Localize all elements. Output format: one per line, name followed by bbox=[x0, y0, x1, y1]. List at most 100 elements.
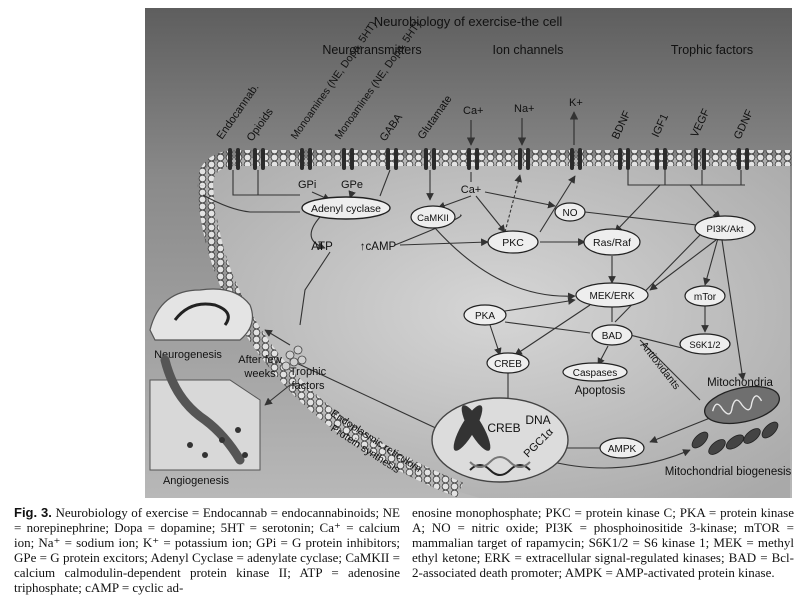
endocannab-long-line bbox=[202, 194, 300, 213]
after-few-weeks-label-1: After few bbox=[238, 354, 281, 366]
trophic-factor-icon bbox=[281, 345, 307, 371]
section-neurotransmitters: Neurotransmitters bbox=[322, 43, 421, 57]
section-trophic-factors: Trophic factors bbox=[671, 43, 753, 57]
pi3k-mtor-arrow bbox=[703, 237, 719, 286]
camkii-label: CaMKII bbox=[417, 213, 449, 224]
receptor-channel bbox=[618, 148, 630, 170]
node-mek-erk: MEK/ERK bbox=[575, 282, 649, 308]
cell-interior bbox=[203, 158, 790, 498]
s6k-label: S6K1/2 bbox=[689, 340, 720, 351]
cell-membrane bbox=[197, 150, 792, 186]
trophic-factors-label-2: factors bbox=[291, 380, 325, 392]
receptor-group bbox=[228, 148, 749, 170]
bad-caspases-arrow bbox=[597, 345, 609, 366]
caption-left: Fig. 3. Neurobiology of exercise = Endoc… bbox=[14, 505, 400, 595]
no-pi3k-arrow bbox=[584, 211, 706, 230]
gpi-label: GPi bbox=[298, 179, 316, 191]
mito-biogenesis-label: Mitochondrial biogenesis bbox=[665, 466, 792, 478]
node-s6k: S6K1/2 bbox=[679, 333, 731, 355]
pgc-biogenesis-arrow bbox=[544, 449, 691, 469]
pka-label: PKA bbox=[475, 311, 495, 322]
node-pka: PKA bbox=[463, 304, 507, 326]
node-ras-raf: Ras/Raf bbox=[583, 228, 641, 256]
ras-raf-label: Ras/Raf bbox=[593, 237, 631, 249]
caption-right: enosine monophosphate; PKC = protein kin… bbox=[412, 505, 794, 580]
camp-pkc-arrow bbox=[399, 238, 489, 247]
atp-left-line bbox=[299, 251, 331, 326]
camkii-mekerk-arrow bbox=[434, 227, 576, 301]
small-mitochondria-icon bbox=[691, 421, 779, 455]
node-creb: CREB bbox=[486, 352, 530, 374]
mitochondria-label: Mitochondria bbox=[707, 377, 773, 389]
nucleus-creb-label: CREB bbox=[487, 421, 520, 435]
trophic-factors-label-1: Trophic bbox=[290, 366, 327, 378]
angiogenesis-label: Angiogenesis bbox=[163, 475, 230, 487]
no-label: NO bbox=[563, 208, 578, 219]
receptor-channel bbox=[253, 148, 265, 170]
node-camkii: CaMKII bbox=[410, 205, 456, 229]
bad-label: BAD bbox=[602, 331, 623, 342]
chromosome-icon bbox=[453, 405, 491, 451]
caption-left-text: Neurobiology of exercise = Endocannab = … bbox=[14, 505, 400, 595]
receptor-channel bbox=[518, 148, 530, 170]
neurogenesis-label: Neurogenesis bbox=[154, 349, 222, 361]
trophic-rasraf-arrow bbox=[614, 184, 661, 233]
mitochondria-icon bbox=[704, 385, 780, 425]
pi3k-mekerk-arrow bbox=[649, 239, 717, 291]
receptor-channel bbox=[424, 148, 436, 170]
node-adenyl-cyclase: Adenyl cyclase bbox=[301, 196, 391, 220]
pi3k-mito-arrow bbox=[721, 239, 746, 381]
ca-node-label: Ca+ bbox=[461, 184, 482, 196]
receptor-channel bbox=[570, 148, 582, 170]
ca-pkc-arrow bbox=[475, 195, 506, 233]
adenyl-cyclase-label: Adenyl cyclase bbox=[311, 203, 381, 215]
s6k-bad-line bbox=[629, 334, 691, 351]
receptor-label-k: K+ bbox=[569, 97, 583, 109]
pkc-k-arrow bbox=[539, 175, 576, 233]
pka-bad-line bbox=[504, 321, 591, 334]
node-pi3k-akt: PI3K/Akt bbox=[694, 215, 756, 241]
node-bad: BAD bbox=[591, 324, 633, 346]
ca-no-arrow bbox=[484, 191, 556, 209]
gaba-line bbox=[379, 169, 391, 197]
node-ampk: AMPK bbox=[599, 437, 645, 459]
protein-trophic-arrow bbox=[289, 359, 441, 431]
mekerk-creb-arrow bbox=[514, 304, 591, 356]
endocannab-line bbox=[232, 170, 300, 196]
receptor-channel bbox=[694, 148, 706, 170]
receptor-channel bbox=[737, 148, 749, 170]
atp-label: ATP bbox=[311, 241, 333, 253]
pi3k-bad-line bbox=[614, 234, 701, 323]
pka-mekerk-arrow bbox=[504, 297, 576, 312]
blood-vessel-icon bbox=[149, 355, 261, 471]
node-no: NO bbox=[554, 202, 586, 222]
pkc-label: PKC bbox=[502, 237, 524, 249]
creb-label: CREB bbox=[494, 359, 522, 370]
receptor-channel bbox=[228, 148, 240, 170]
apoptosis-label: Apoptosis bbox=[575, 385, 626, 397]
receptor-channel bbox=[342, 148, 354, 170]
receptor-label-ca: Ca+ bbox=[463, 105, 484, 117]
brain-hippocampus-icon bbox=[149, 288, 253, 341]
receptor-channel bbox=[300, 148, 312, 170]
ca-camkii-arrow bbox=[437, 195, 472, 210]
ampk-label: AMPK bbox=[608, 444, 637, 455]
receptor-channel bbox=[467, 148, 479, 170]
trophic-neurogenesis-arrow bbox=[264, 329, 291, 346]
cell-membrane-curve bbox=[197, 184, 463, 498]
caption-title: Fig. 3. bbox=[14, 505, 52, 520]
after-few-weeks-label-2: weeks bbox=[243, 368, 276, 380]
caspases-label: Caspases bbox=[573, 368, 617, 379]
gpe-label: GPe bbox=[341, 179, 363, 191]
pka-creb-arrow bbox=[489, 324, 502, 356]
camp-label: ↑cAMP bbox=[360, 241, 397, 253]
antioxidants-line bbox=[639, 339, 701, 401]
node-pkc: PKC bbox=[487, 230, 539, 254]
atp-camp-curve bbox=[310, 216, 326, 250]
receptor-channel bbox=[386, 148, 398, 170]
figure: Neurobiology of exercise-the cell Neurot… bbox=[145, 8, 792, 498]
pi3k-akt-label: PI3K/Akt bbox=[707, 224, 744, 235]
trophic-pi3k-arrow bbox=[689, 184, 721, 219]
node-mtor: mTor bbox=[684, 285, 726, 307]
mtor-label: mTor bbox=[694, 292, 717, 303]
